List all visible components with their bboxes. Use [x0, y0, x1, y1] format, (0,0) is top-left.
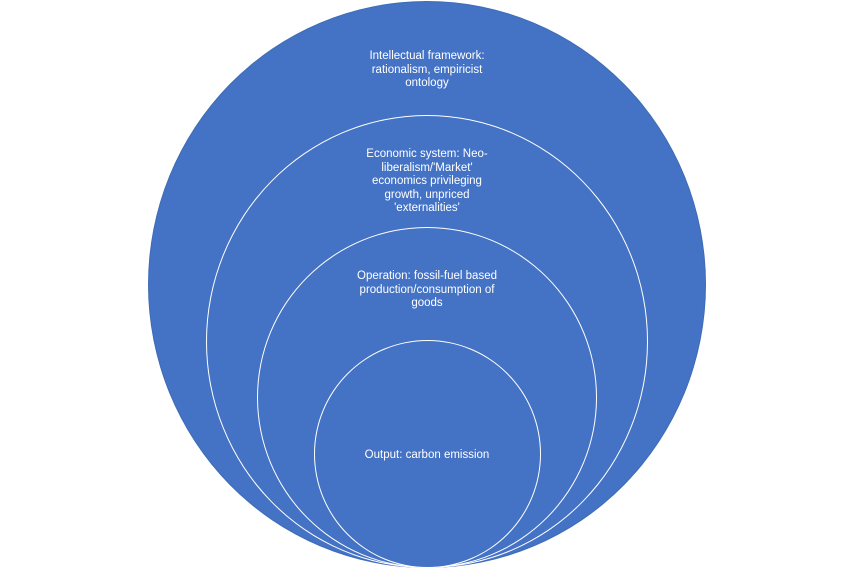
layer-label-intellectual-framework: Intellectual framework: rationalism, emp… [369, 50, 485, 89]
layer-circle-output [314, 340, 541, 568]
layer-label-operation: Operation: fossil-fuel based production/… [357, 270, 497, 309]
layer-label-output: Output: carbon emission [364, 449, 490, 461]
layer-label-economic-system: Economic system: Neo-liberalism/'Market'… [366, 148, 488, 214]
